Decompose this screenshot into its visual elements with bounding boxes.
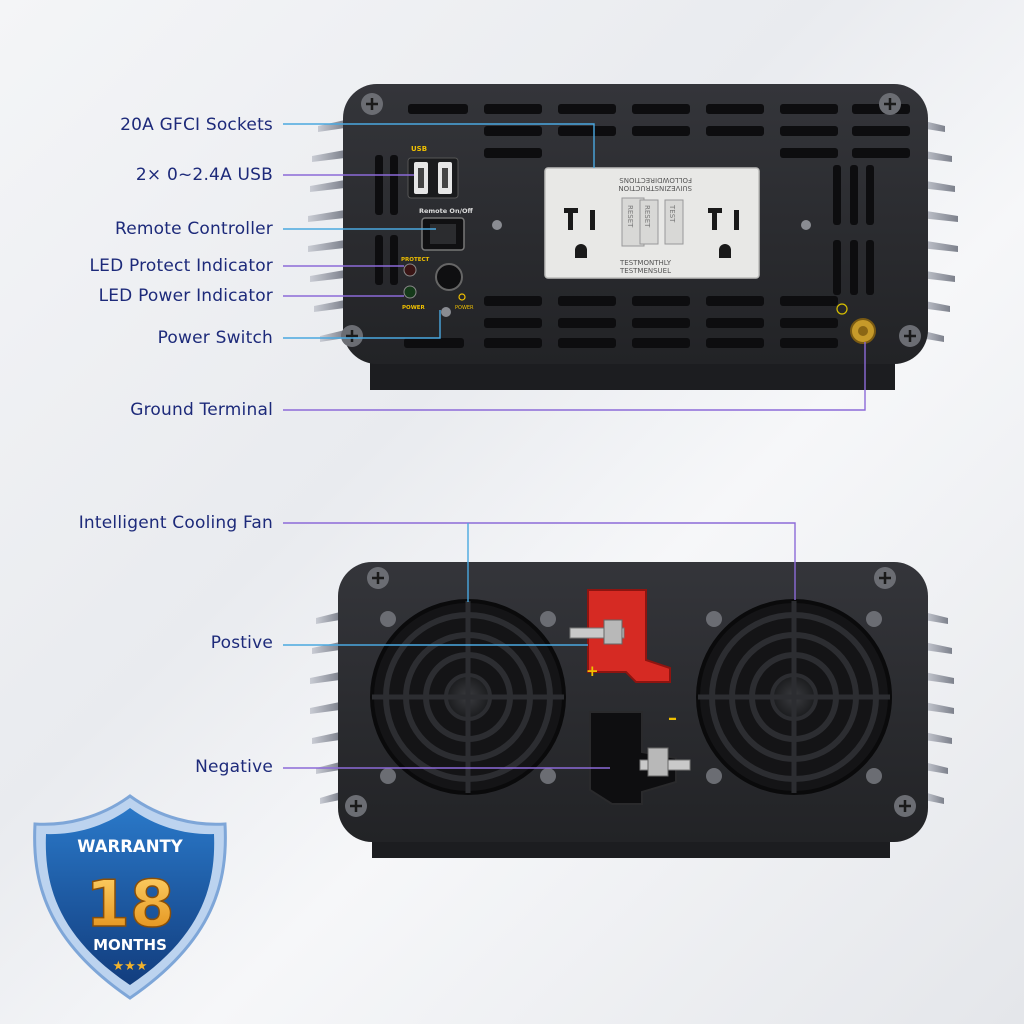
plus-sign: + <box>586 662 599 680</box>
callout-lines <box>283 123 866 769</box>
badge-unit: MONTHS <box>93 936 167 954</box>
bottom-screws <box>345 567 916 817</box>
outlet-bottom-text-1: TESTMONTHLY <box>619 259 672 267</box>
test-text: TEST <box>668 204 676 223</box>
power-device-text: POWER <box>402 305 426 311</box>
power-switch-callout-line <box>283 310 441 339</box>
top-screws <box>341 93 921 347</box>
led-protect-indicator-label: LED Protect Indicator <box>89 256 273 276</box>
fan-callout-line-right <box>283 522 796 600</box>
power-led-icon <box>403 285 417 299</box>
ground-terminal-label: Ground Terminal <box>130 400 273 420</box>
badge-title: WARRANTY <box>77 837 183 856</box>
reset-text-2: RESET <box>643 205 651 228</box>
remote-device-text: Remote On/Off <box>419 207 473 215</box>
power-button-text: POWER <box>455 305 474 311</box>
negative-label: Negative <box>195 757 273 777</box>
power-switch-label: Power Switch <box>157 328 273 348</box>
top-base-bracket <box>370 360 895 390</box>
led-power-indicator-label: LED Power Indicator <box>98 286 273 306</box>
protect-device-text: PROTECT <box>401 257 429 263</box>
cooling-fan-label: Intelligent Cooling Fan <box>78 513 273 533</box>
top-inverter-panel: USB Remote On/Off PROTECT POWER POWER <box>308 84 958 390</box>
remote-port[interactable]: Remote On/Off <box>419 207 473 251</box>
gfci-callout-line <box>283 123 595 168</box>
top-vents <box>375 104 910 348</box>
positive-terminal[interactable]: + <box>569 589 671 683</box>
outlet-top-text-1: FOLLOWDIRECTIONS <box>619 176 692 184</box>
usb-ports[interactable]: USB <box>407 145 459 199</box>
warranty-badge: WARRANTY 18 MONTHS ★★★ <box>33 794 227 1000</box>
usb-label: 2× 0~2.4A USB <box>135 165 273 185</box>
left-cooling-fan <box>370 599 566 795</box>
remote-controller-label: Remote Controller <box>114 219 273 239</box>
minus-sign: – <box>668 708 677 729</box>
bottom-inverter-panel: + – <box>310 562 954 858</box>
gfci-outlet[interactable]: FOLLOWDIRECTIONS SUIVEZINSTRUCTION RESET… <box>544 167 760 279</box>
bottom-right-heat-fins <box>924 612 954 804</box>
led-indicators: PROTECT POWER <box>401 257 429 311</box>
gfci-sockets-label: 20A GFCI Sockets <box>120 115 273 135</box>
reset-text: RESET <box>626 205 634 228</box>
protect-led-icon <box>403 263 417 277</box>
badge-shield-icon <box>45 808 215 985</box>
bottom-left-heat-fins <box>310 612 340 804</box>
outlet-bottom-text-2: TESTMENSUEL <box>619 267 671 275</box>
power-button[interactable]: POWER <box>435 263 474 317</box>
outlet-top-text-2: SUIVEZINSTRUCTION <box>618 184 692 192</box>
right-cooling-fan <box>696 599 892 795</box>
ground-terminal[interactable] <box>836 303 876 344</box>
left-heat-fins <box>308 120 345 342</box>
usb-device-text: USB <box>411 145 427 153</box>
badge-stars-icon: ★★★ <box>113 959 148 974</box>
badge-number: 18 <box>85 868 174 942</box>
ground-callout-line <box>283 342 866 411</box>
positive-label: Postive <box>210 633 273 653</box>
negative-terminal[interactable]: – <box>589 708 691 805</box>
